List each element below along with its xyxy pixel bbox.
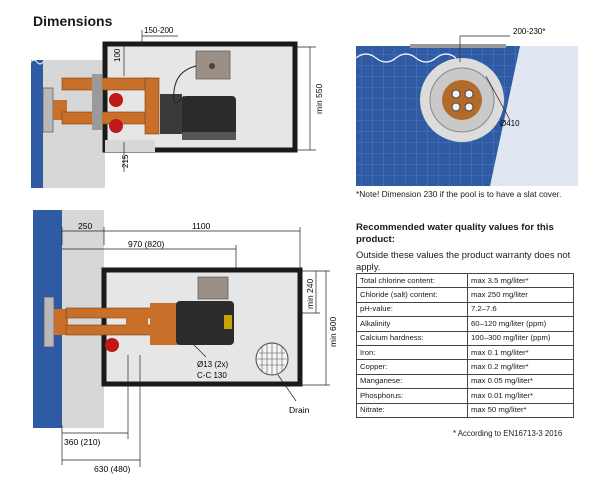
control-knob [209,63,215,69]
drain-label: Drain [289,405,310,415]
water-quality-heading: Recommended water quality values for thi… [356,222,554,245]
valve-section [105,338,119,352]
drain-leader [277,374,297,402]
value-cell: max 3.5 mg/liter* [467,272,574,289]
jet-nozzle [42,87,54,133]
control-box-section [197,276,229,300]
table-row: Chloride (salt) content:max 250 mg/liter [356,287,574,303]
value-cell: max 0.2 mg/liter* [467,359,574,375]
pool-wall-section [62,210,104,428]
param-cell: Manganese: [356,373,468,390]
table-row: Total chlorine content:max 3.5 mg/liter* [356,272,574,289]
dim-min550: min 550 [314,83,324,114]
pipe-coupling [92,74,102,130]
param-cell: Alkalinity [356,316,468,332]
param-cell: pH-value: [356,301,468,318]
water-quality-table: Total chlorine content:max 3.5 mg/liter*… [356,272,574,418]
pipe-elbow [144,77,160,135]
param-cell: Nitrate: [356,402,468,418]
motor-terminal [224,315,232,329]
dim-630-480: 630 (480) [94,464,131,474]
pipe-joint-section [126,317,148,331]
wall-cutaway [490,46,578,186]
valve-upper [109,93,123,107]
control-cable [173,65,197,103]
dim-250: 250 [78,221,92,231]
dim-215: 215 [121,154,130,168]
dim-min240: min 240 [305,278,315,309]
param-cell: Chloride (salt) content: [356,287,468,303]
top-view-diagram: 150-200 100 215 min 550 [30,26,324,188]
pipe-upper-section [65,307,163,319]
value-cell: 60–120 mg/liter (ppm) [467,316,574,332]
page-title: Dimensions [33,13,113,29]
table-row: Calcium hardness:100–300 mg/liter (ppm) [356,330,574,346]
dim-150-200: 150-200 [144,26,174,35]
table-row: Iron:max 0.1 mg/liter* [356,344,574,361]
standard-footnote: * According to EN16713-3 2016 [453,429,563,438]
front-view-diagram: 200-230* Ø410 [355,27,578,186]
drain-grid [257,343,287,375]
value-cell: max 0.01 mg/liter* [467,388,574,404]
value-cell: 7.2–7.6 [467,301,574,318]
housing-step [105,140,155,152]
slat-cover-note: *Note! Dimension 230 if the pool is to h… [356,189,562,199]
dim-hole-13: Ø13 (2x) [197,360,228,369]
jet-button-3 [451,102,461,112]
dim-100: 100 [113,48,122,62]
pipe-upper [61,77,153,91]
water-wave [355,53,457,63]
jet-nozzle-section [43,296,55,348]
section-view-diagram: Drain Ø13 (2x) C-C 130 250 1100 970 (820… [33,210,338,474]
table-row: Manganese:max 0.05 mg/liter* [356,373,574,390]
dim-line-diameter [485,75,511,121]
table-row: Nitrate:max 50 mg/liter* [356,402,574,418]
pump-motor [182,96,236,138]
param-cell: Calcium hardness: [356,330,468,346]
dim-min600: min 600 [328,316,338,347]
water-quality-subtext: Outside these values the product warrant… [356,249,571,272]
nozzle-flange-section [54,309,68,335]
table-row: Copper:max 0.2 mg/liter* [356,359,574,375]
value-cell: max 0.05 mg/liter* [467,373,574,390]
param-cell: Phosphorus: [356,388,468,404]
param-cell: Iron: [356,344,468,361]
hole-leader [185,336,207,358]
dim-970-820: 970 (820) [128,239,165,249]
motor-foot [182,132,236,140]
dim-200-230: 200-230* [513,27,545,36]
dim-cc-130: C-C 130 [197,371,227,380]
table-row: Phosphorus:max 0.01 mg/liter* [356,388,574,404]
jet-button-1 [451,89,461,99]
top-edge [410,44,506,48]
value-cell: max 50 mg/liter* [467,402,574,418]
jet-center [442,80,482,120]
dim-1100: 1100 [192,221,211,231]
jet-button-2 [464,89,474,99]
param-cell: Copper: [356,359,468,375]
pipe-lower [61,111,153,125]
table-row: pH-value:7.2–7.6 [356,301,574,318]
param-cell: Total chlorine content: [356,272,468,289]
value-cell: 100–300 mg/liter (ppm) [467,330,574,346]
dim-360-210: 360 (210) [64,437,101,447]
pump-motor-section [176,301,234,345]
pump-housing-section [150,303,178,345]
value-cell: max 0.1 mg/liter* [467,344,574,361]
value-cell: max 250 mg/liter [467,287,574,303]
pump-body [160,94,182,134]
dim-diameter-410: Ø410 [500,119,520,128]
valve-lower [109,119,123,133]
jet-button-4 [464,102,474,112]
pool-water [31,60,43,188]
water-surface-wave [30,59,44,65]
